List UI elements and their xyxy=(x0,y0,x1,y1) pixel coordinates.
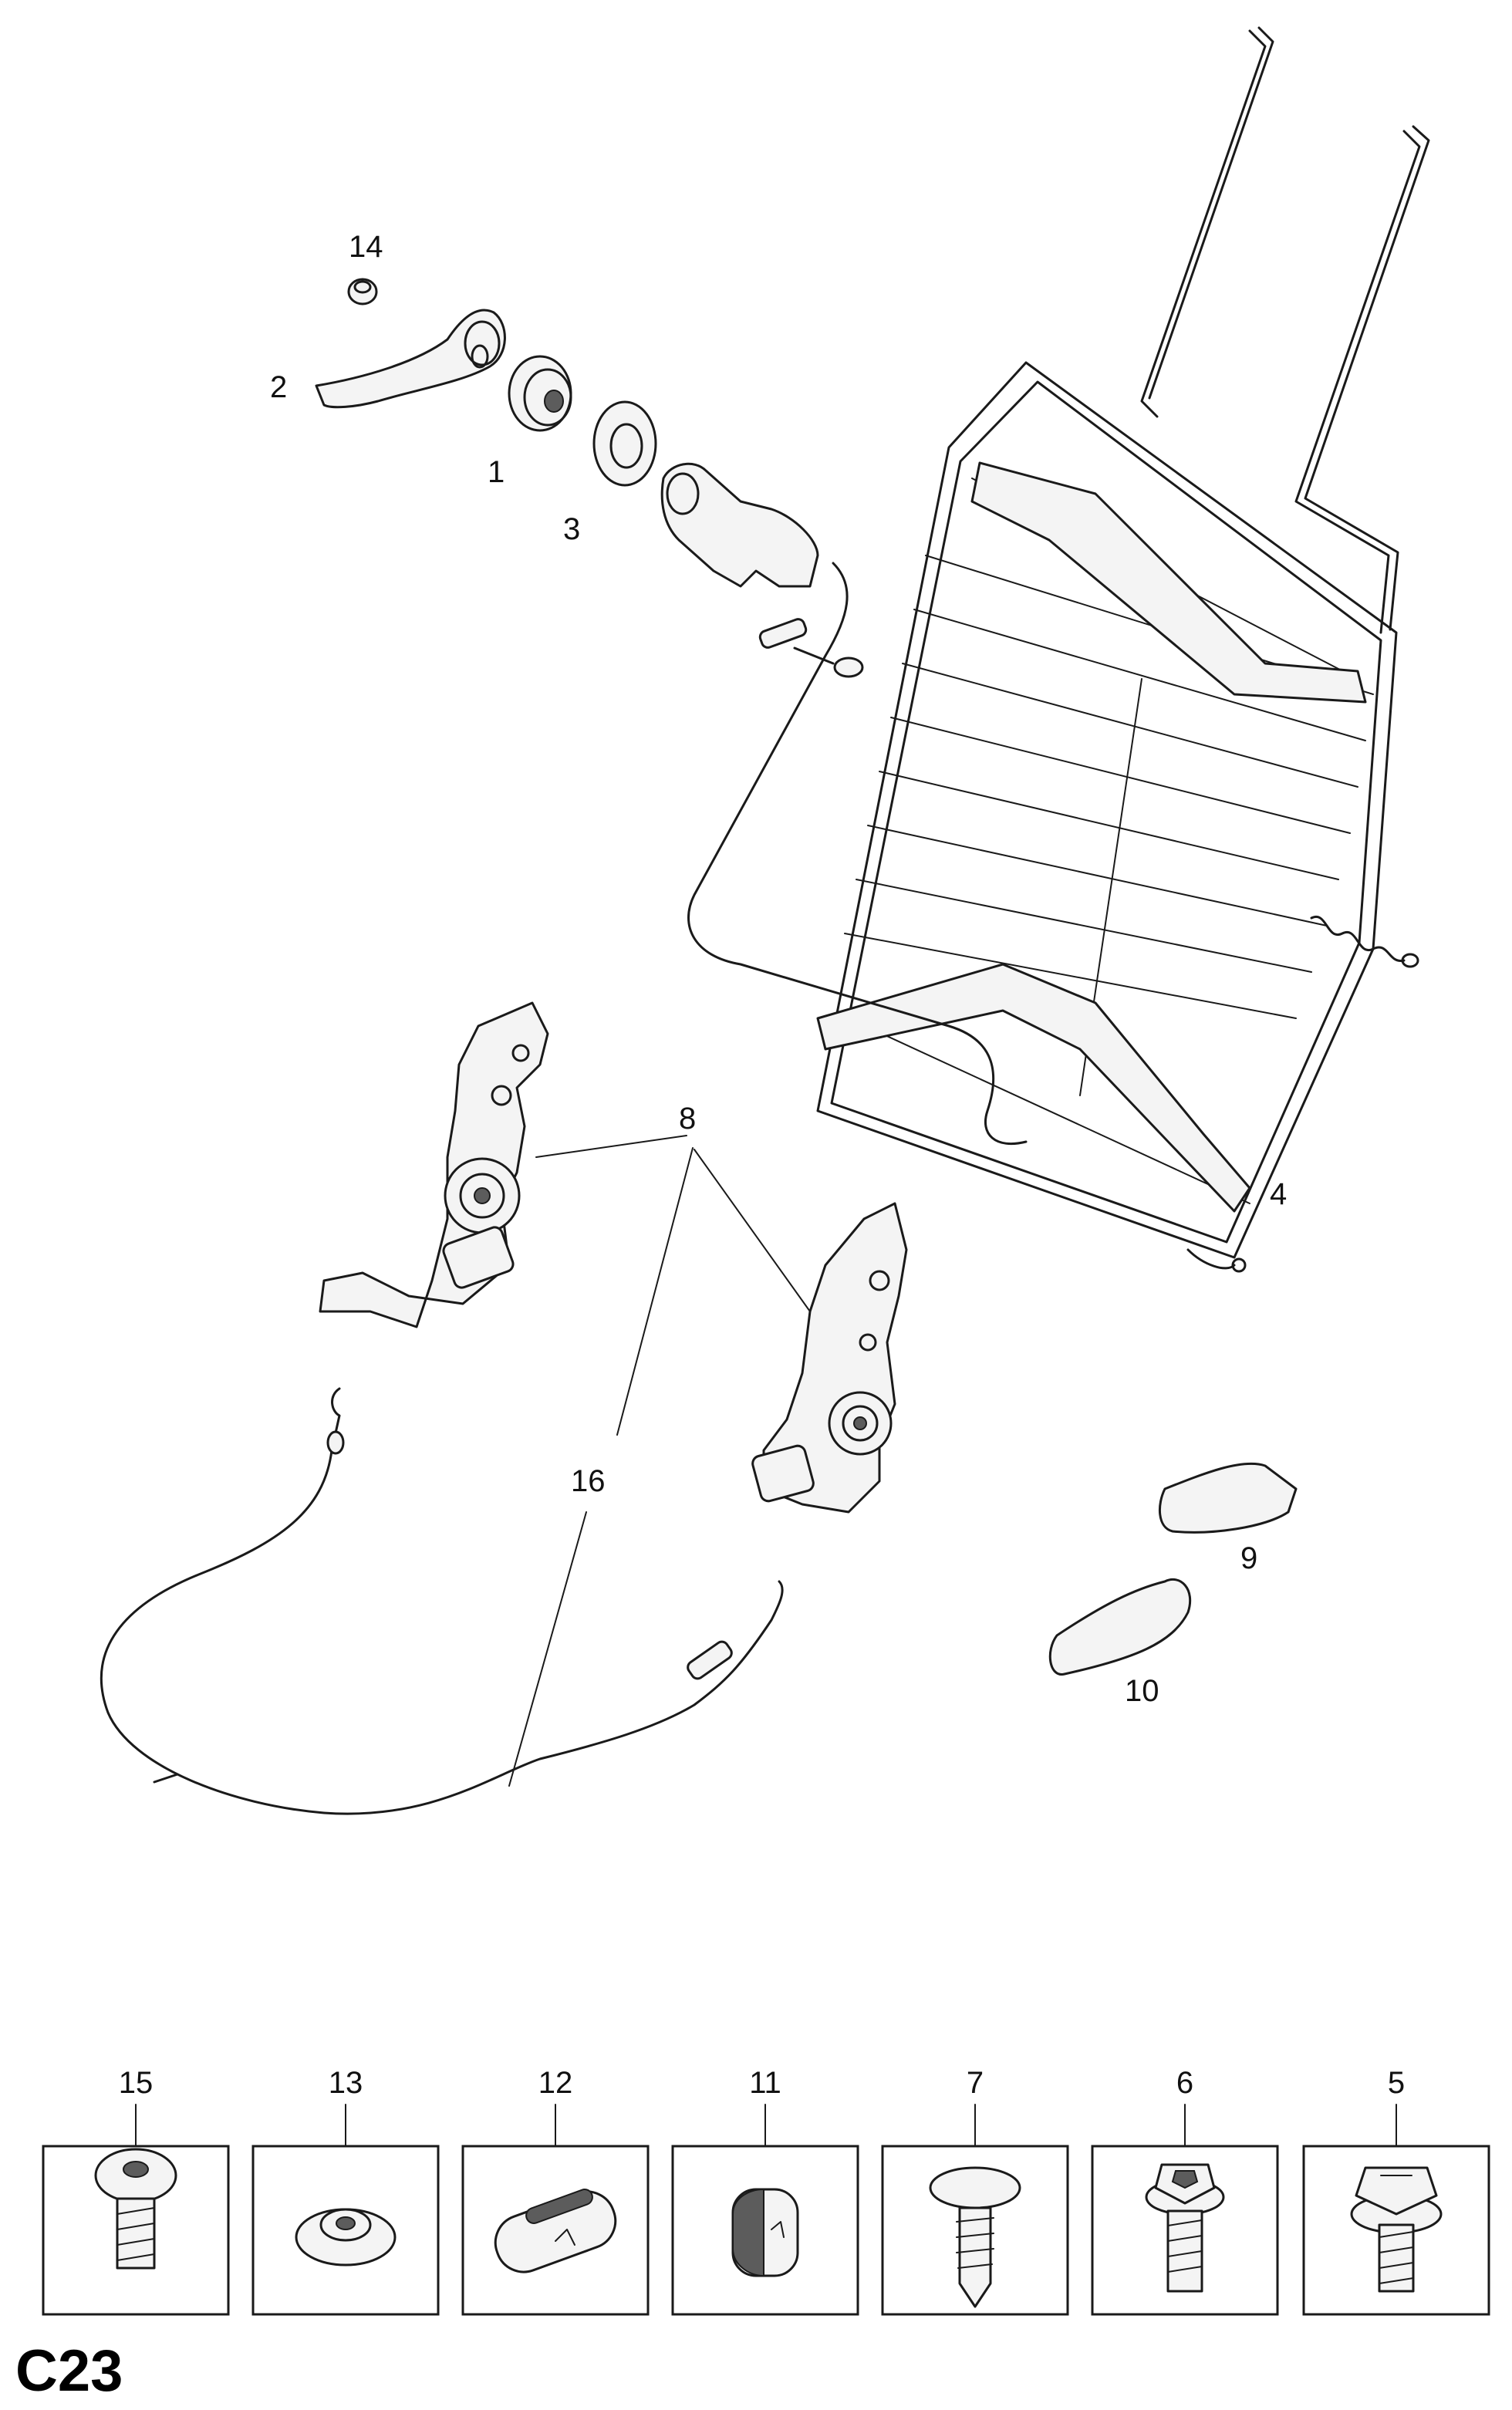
handle-part-2-illustration xyxy=(315,309,506,409)
push-clip-rivet-icon xyxy=(929,2166,1021,2308)
hex-socket-flange-bolt-icon xyxy=(1145,2163,1225,2293)
tile-label-15: 15 xyxy=(118,2066,154,2100)
recliner-cable-illustration xyxy=(687,562,1028,1146)
tile-label-13: 13 xyxy=(328,2066,363,2100)
tile-label-7: 7 xyxy=(966,2066,984,2100)
gear-part-1-illustration xyxy=(508,355,572,432)
cable-end-fitting xyxy=(326,1430,345,1455)
callout-3: 3 xyxy=(563,512,581,546)
tile-label-5: 5 xyxy=(1387,2066,1406,2100)
recliner-left-part-8-illustration xyxy=(319,1001,549,1328)
callout-1: 1 xyxy=(488,455,505,489)
tile-label-12: 12 xyxy=(538,2066,573,2100)
callout-16: 16 xyxy=(571,1464,606,1498)
cable-clip xyxy=(153,1773,179,1784)
tile-label-11: 11 xyxy=(749,2066,781,2100)
cover-part-10-illustration xyxy=(1048,1578,1192,1676)
callout-14: 14 xyxy=(349,230,383,264)
seat-back-frame-illustration xyxy=(816,26,1430,1273)
cable-adjuster xyxy=(687,1640,733,1680)
leader-lines xyxy=(508,1135,811,1787)
release-cable-part-16-illustration xyxy=(100,1387,784,1815)
page-code: C23 xyxy=(15,2338,123,2404)
fastener-tiles xyxy=(42,2104,1490,2316)
cover-cap-icon xyxy=(731,2188,799,2277)
recliner-right-part-8-illustration xyxy=(751,1202,908,1514)
callout-2: 2 xyxy=(270,370,288,404)
callout-9: 9 xyxy=(1240,1541,1258,1575)
flange-nut-icon xyxy=(295,2208,397,2267)
actuator-motor-illustration xyxy=(660,462,864,678)
tile-label-6: 6 xyxy=(1176,2066,1194,2100)
cap-part-14-illustration xyxy=(347,278,378,305)
washer-part-3-illustration xyxy=(592,400,657,487)
hex-flange-bolt-icon xyxy=(1350,2166,1443,2293)
cover-plug-icon xyxy=(494,2189,617,2273)
cover-part-9-illustration xyxy=(1158,1462,1298,1534)
callout-8: 8 xyxy=(679,1102,697,1136)
callout-4: 4 xyxy=(1270,1177,1288,1211)
torx-button-head-bolt-icon xyxy=(94,2148,177,2270)
callout-10: 10 xyxy=(1125,1674,1159,1708)
